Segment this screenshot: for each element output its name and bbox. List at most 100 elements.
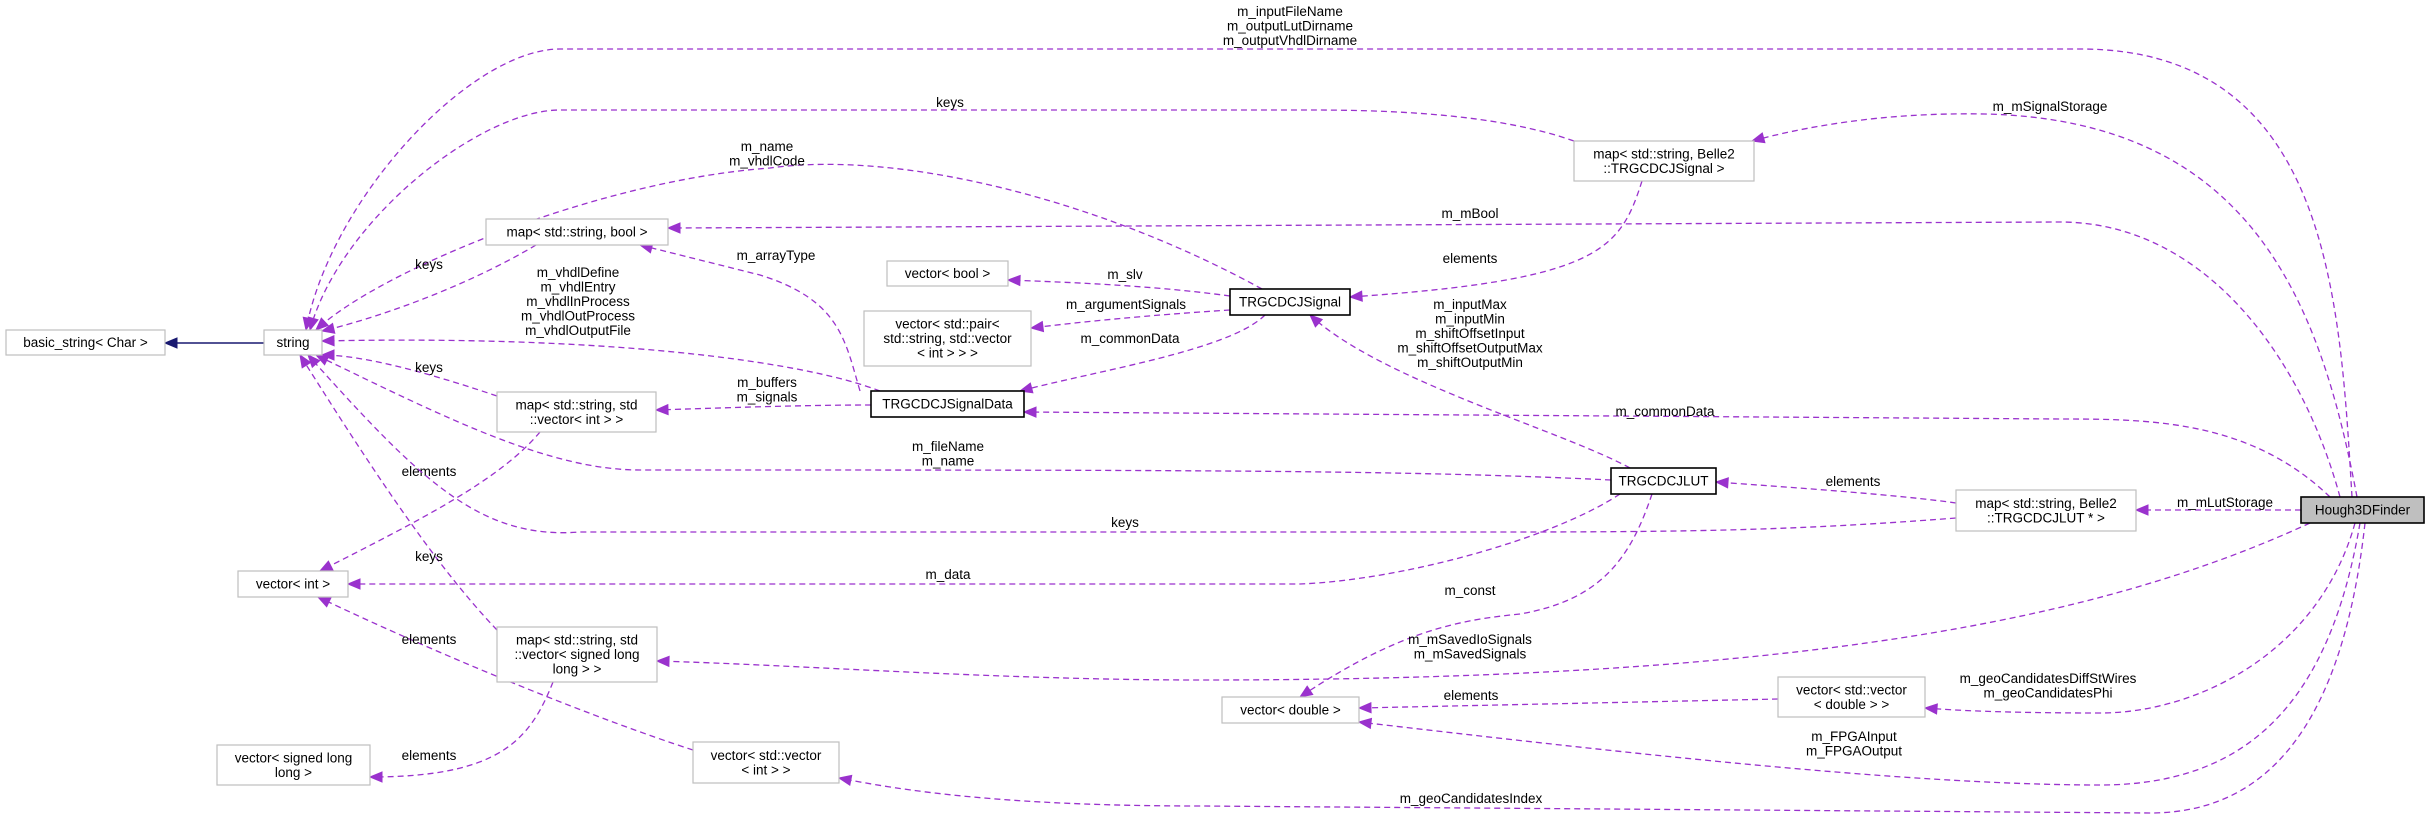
edge-label: m_inputMin — [1435, 312, 1505, 327]
node-box — [1610, 467, 1717, 495]
arrowhead-icon — [307, 316, 319, 332]
edge-label: keys — [415, 360, 443, 375]
edge-label: elements — [1444, 688, 1499, 703]
edge-label: m_vhdlDefine — [537, 265, 620, 280]
edge-line — [1715, 481, 1957, 504]
node-signal_data[interactable]: TRGCDCJSignalData — [870, 390, 1025, 418]
edge-label: m_geoCandidatesPhi — [1983, 686, 2112, 701]
edge-line — [305, 48, 2353, 498]
node-signal[interactable]: TRGCDCJSignal — [1229, 288, 1351, 316]
node-box — [237, 570, 349, 598]
edge-line — [667, 221, 2341, 498]
edge-label: m_arrayType — [737, 248, 816, 263]
edge-line — [348, 493, 1621, 585]
edge-label: m_mSavedIoSignals — [1408, 632, 1532, 647]
arrowhead-icon — [1750, 132, 1766, 144]
node-label: TRGCDCJLUT — [1619, 474, 1709, 489]
arrowhead-icon — [307, 354, 321, 369]
arrowhead-icon — [1309, 314, 1324, 328]
edge-line — [299, 354, 498, 631]
node-box — [1221, 696, 1360, 724]
edge-hough-to-map_signal: m_mSignalStorage — [1750, 99, 2358, 498]
edge-signal-to-vector_bool: m_slv — [1006, 267, 1231, 297]
node-label: map< std::string, Belle2 — [1975, 496, 2116, 511]
node-vector_pair[interactable]: vector< std::pair<std::string, std::vect… — [863, 310, 1032, 367]
node-basic_string[interactable]: basic_string< Char > — [5, 329, 166, 356]
edge-hough-to-map_bool: m_mBool — [666, 206, 2341, 498]
edge-vector_vec_int-to-vector_int: elements — [316, 596, 694, 751]
node-vector_int[interactable]: vector< int > — [237, 570, 349, 598]
node-label: ::vector< int > > — [530, 412, 624, 427]
node-label: < int > > > — [917, 346, 978, 361]
node-label: vector< double > — [1240, 703, 1341, 718]
node-box — [2300, 496, 2425, 524]
node-lut[interactable]: TRGCDCJLUT — [1610, 467, 1717, 495]
edge-line — [317, 596, 694, 751]
edge-label: m_commonData — [1615, 404, 1715, 419]
node-map_signal[interactable]: map< std::string, Belle2::TRGCDCJSignal … — [1573, 140, 1755, 182]
edge-signal_data-to-map_bool: m_arrayType — [638, 242, 861, 392]
edge-label: m_FPGAOutput — [1806, 744, 1902, 759]
arrowhead-icon — [654, 403, 669, 416]
node-map_vec_sll[interactable]: map< std::string, std::vector< signed lo… — [496, 626, 658, 683]
edge-line — [321, 354, 498, 397]
node-map_lut[interactable]: map< std::string, Belle2::TRGCDCJLUT * > — [1955, 489, 2137, 532]
edge-line — [656, 522, 2311, 681]
node-map_vec_int[interactable]: map< std::string, std::vector< int > > — [496, 391, 657, 433]
node-string[interactable]: string — [263, 329, 323, 356]
edge-map_vec_int-to-string: keys — [320, 349, 498, 397]
edge-line — [1358, 522, 2361, 786]
edge-map_signal-to-signal: elements — [1348, 180, 1643, 302]
edge-label: m_vhdlInProcess — [526, 294, 630, 309]
node-box — [216, 744, 371, 786]
edge-label: m_buffers — [737, 375, 797, 390]
edge-label: m_vhdlOutProcess — [521, 309, 635, 324]
edge-label: elements — [1443, 251, 1498, 266]
edge-line — [315, 163, 1263, 331]
node-map_bool[interactable]: map< std::string, bool > — [485, 218, 669, 246]
node-label: vector< std::vector — [711, 748, 822, 763]
node-label: < double > > — [1814, 697, 1890, 712]
node-hough[interactable]: Hough3DFinder — [2300, 496, 2425, 524]
edge-label: keys — [415, 549, 443, 564]
edge-line — [1299, 493, 1653, 698]
arrowhead-icon — [666, 222, 681, 234]
edge-hough-to-vector_vec_int: m_geoCandidatesIndex — [837, 522, 2366, 814]
node-vector_vec_double[interactable]: vector< std::vector< double > > — [1777, 676, 1926, 718]
arrowhead-icon — [315, 317, 330, 331]
node-box — [692, 741, 840, 784]
edge-label: m_mLutStorage — [2177, 495, 2273, 510]
edge-string-to-basic_string — [163, 337, 264, 349]
edge-signal-to-signal_data: m_commonData — [1018, 314, 1266, 394]
node-box — [863, 310, 1032, 367]
edge-label: keys — [415, 257, 443, 272]
edge-hough-to-string: m_inputFileNamem_outputLutDirnamem_outpu… — [302, 4, 2353, 498]
node-vector_bool[interactable]: vector< bool > — [886, 260, 1009, 287]
arrowhead-icon — [320, 334, 335, 347]
node-label: map< std::string, bool > — [506, 225, 647, 240]
edge-line — [1023, 411, 2331, 498]
edge-label: m_inputMax — [1433, 297, 1507, 312]
edge-label: m_mSignalStorage — [1993, 99, 2108, 114]
node-label: std::string, std::vector — [883, 331, 1012, 346]
node-label: vector< bool > — [905, 266, 991, 281]
edge-label: m_outputLutDirname — [1227, 19, 1353, 34]
edge-label: m_name — [741, 139, 794, 154]
node-label: TRGCDCJSignal — [1239, 295, 1341, 310]
edge-label: m_mSavedSignals — [1414, 647, 1527, 662]
edge-label: m_shiftOffsetInput — [1415, 326, 1525, 341]
edge-label: m_const — [1444, 583, 1495, 598]
edge-label: m_vhdlOutputFile — [525, 323, 631, 338]
arrowhead-icon — [2134, 504, 2149, 516]
node-vector_vec_int[interactable]: vector< std::vector< int > > — [692, 741, 840, 784]
edge-line — [1349, 180, 1643, 298]
node-box — [496, 626, 658, 683]
edge-signal-to-vector_pair: m_argumentSignals — [1029, 297, 1231, 333]
arrowhead-icon — [1714, 477, 1729, 489]
edge-lut-to-vector_int: m_data — [346, 493, 1621, 590]
node-vector_double[interactable]: vector< double > — [1221, 696, 1360, 724]
